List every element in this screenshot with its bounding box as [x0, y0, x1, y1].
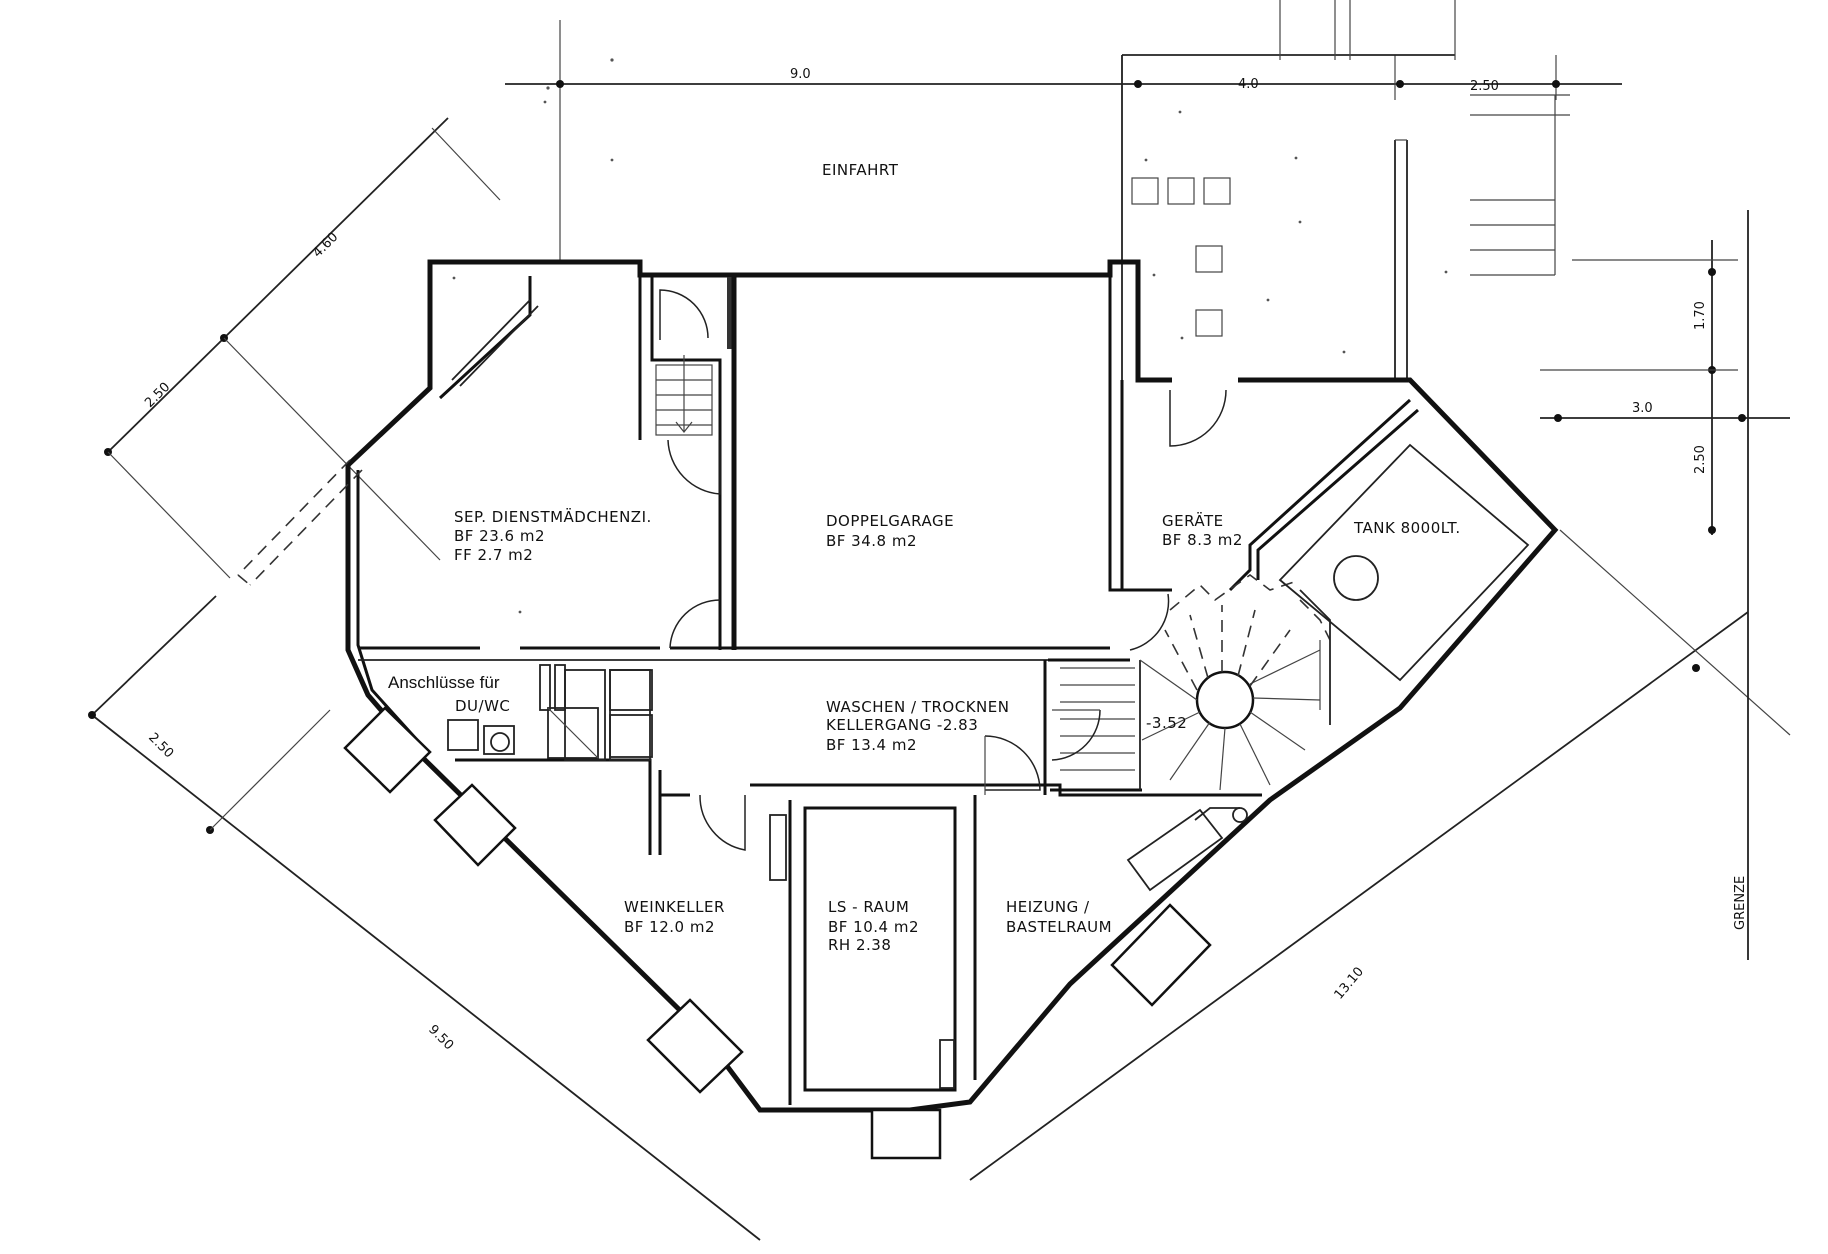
label-dienst-name: SEP. DIENSTMÄDCHENZI.	[454, 507, 652, 526]
interior-walls	[358, 262, 1419, 1105]
dashed-bay-outline	[237, 459, 363, 586]
grenze-label: GRENZE	[1733, 876, 1748, 930]
dim-top-250: 2.50	[1470, 79, 1499, 94]
label-stair-level: -3.52	[1146, 714, 1187, 732]
label-dienst-bf: BF 23.6 m2	[454, 527, 545, 545]
room-labels: EINFAHRT SEP. DIENSTMÄDCHENZI. BF 23.6 m…	[388, 161, 1461, 954]
label-waschen-bf: BF 13.4 m2	[826, 736, 917, 754]
exterior-walls	[345, 259, 1559, 1113]
dim-top-9: 9.0	[790, 67, 811, 82]
dim-left-250-upper: 2.50	[142, 380, 173, 411]
label-tank: TANK 8000LT.	[1353, 519, 1461, 537]
tank	[1278, 443, 1530, 682]
label-geraete-bf: BF 8.3 m2	[1162, 531, 1243, 549]
stairs-upper	[655, 355, 713, 436]
label-anschluesse-line2: DU/WC	[455, 697, 510, 715]
label-waschen-line1: WASCHEN / TROCKNEN	[826, 698, 1009, 716]
dim-right-30: 3.0	[1632, 401, 1653, 416]
fixtures	[447, 664, 1248, 1089]
label-garage-bf: BF 34.8 m2	[826, 532, 917, 550]
label-einfahrt: EINFAHRT	[822, 161, 899, 179]
label-weinkeller-name: WEINKELLER	[624, 898, 725, 916]
dim-left-460: 4.60	[310, 230, 341, 261]
terrace	[1121, 0, 1570, 590]
dim-left-950: 9.50	[425, 1022, 456, 1053]
dim-top-4: 4.0	[1238, 77, 1259, 92]
label-heizung-line1: HEIZUNG /	[1006, 898, 1090, 916]
dim-right-250: 2.50	[1693, 445, 1708, 474]
windows	[343, 706, 1212, 1160]
label-ls-rh: RH 2.38	[828, 936, 891, 954]
dim-left-250-lower: 2.50	[145, 730, 176, 761]
label-heizung-line2: BASTELRAUM	[1006, 918, 1112, 936]
label-geraete-name: GERÄTE	[1162, 511, 1224, 530]
label-ls-bf: BF 10.4 m2	[828, 918, 919, 936]
label-waschen-line2: KELLERGANG -2.83	[826, 716, 978, 734]
stairs-spiral	[1060, 574, 1331, 791]
label-anschluesse-line1: Anschlüsse für	[388, 673, 500, 692]
label-garage-name: DOPPELGARAGE	[826, 512, 954, 530]
doors	[659, 289, 1227, 851]
dim-right-1310: 13.10	[1332, 964, 1367, 1002]
dimension-lines: 9.0 4.0 2.50 4.60 2.50 2.50 9.50 1.70 3.…	[88, 20, 1791, 1241]
pencil-marks	[452, 58, 1448, 614]
label-ls-name: LS - RAUM	[828, 898, 909, 916]
dim-right-170: 1.70	[1693, 301, 1708, 330]
label-dienst-ff: FF 2.7 m2	[454, 546, 533, 564]
label-weinkeller-bf: BF 12.0 m2	[624, 918, 715, 936]
